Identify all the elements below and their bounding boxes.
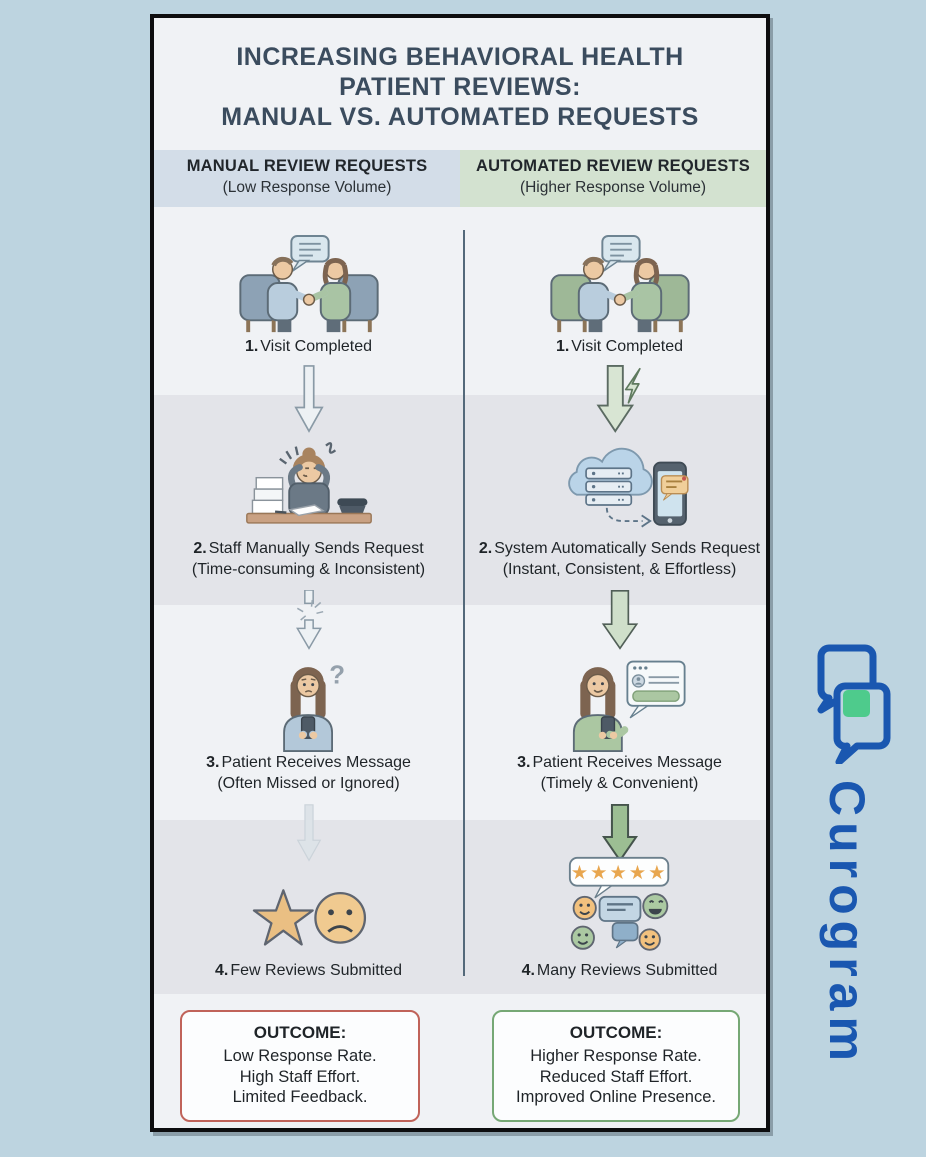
- step-label: Few Reviews Submitted: [230, 962, 402, 979]
- manual-step-1-caption: 1.Visit Completed: [245, 336, 372, 362]
- manual-header-title: MANUAL REVIEW REQUESTS: [186, 157, 428, 175]
- manual-header-subtitle: (Low Response Volume): [222, 179, 392, 196]
- broken-down-arrow-icon: [285, 588, 333, 652]
- manual-step-4-caption: 4.Few Reviews Submitted: [215, 960, 402, 986]
- brand-watermark: Curogram: [791, 638, 903, 1067]
- outcome-line: High Staff Effort.: [239, 1067, 361, 1086]
- step-number: 3.: [517, 754, 531, 771]
- step-label: Patient Receives Message: [221, 754, 411, 771]
- step-label: Visit Completed: [571, 338, 684, 355]
- outcome-section: OUTCOME: Low Response Rate. High Staff E…: [154, 1010, 766, 1122]
- column-headers: MANUAL REVIEW REQUESTS (Low Response Vol…: [154, 150, 766, 207]
- manual-column-header: MANUAL REVIEW REQUESTS (Low Response Vol…: [154, 150, 460, 207]
- title-line: INCREASING BEHAVIORAL HEALTH: [236, 43, 684, 71]
- outcome-line: Low Response Rate.: [223, 1047, 377, 1065]
- step-label: Staff Manually Sends Request: [208, 540, 424, 557]
- automated-step-1-caption: 1.Visit Completed: [556, 336, 683, 362]
- cloud-server-to-phone-illustration: [540, 436, 700, 538]
- step-label: Many Reviews Submitted: [536, 962, 718, 979]
- title-line: MANUAL VS. AUTOMATED REQUESTS: [221, 103, 699, 131]
- handshake-visit-illustration: [540, 230, 700, 336]
- step-sublabel: (Time-consuming & Inconsistent): [191, 561, 426, 578]
- step-label: Patient Receives Message: [532, 754, 722, 771]
- solid-green-down-arrow-icon: [596, 802, 644, 864]
- outcome-heading: OUTCOME:: [569, 1023, 663, 1042]
- green-down-arrow-icon: [596, 588, 644, 652]
- manual-outcome-box: OUTCOME: Low Response Rate. High Staff E…: [180, 1010, 420, 1122]
- step-sublabel: (Instant, Consistent, & Effortless): [502, 561, 737, 578]
- automated-column-header: AUTOMATED REVIEW REQUESTS (Higher Respon…: [460, 150, 766, 207]
- page-title: INCREASING BEHAVIORAL HEALTH PATIENT REV…: [154, 42, 766, 132]
- brand-name: Curogram: [819, 780, 875, 1067]
- outcome-line: Higher Response Rate.: [530, 1047, 702, 1065]
- step-number: 4.: [215, 962, 229, 979]
- step-label: System Automatically Sends Request: [494, 540, 761, 557]
- step-label: Visit Completed: [260, 338, 373, 355]
- green-down-arrow-lightning-icon: [591, 362, 649, 436]
- step-number: 2.: [193, 540, 207, 557]
- automated-header-title: AUTOMATED REVIEW REQUESTS: [476, 157, 750, 175]
- automated-step-3-caption: 3.Patient Receives Message (Timely & Con…: [517, 752, 722, 802]
- automated-column: 1.Visit Completed: [465, 230, 774, 986]
- five-stars-glyph: ★★★★★: [570, 862, 667, 884]
- outcome-line: Reduced Staff Effort.: [539, 1067, 693, 1086]
- step-number: 3.: [206, 754, 220, 771]
- stressed-staff-at-desk-illustration: [229, 436, 389, 538]
- title-line: PATIENT REVIEWS:: [339, 73, 581, 101]
- automated-step-2-caption: 2.System Automatically Sends Request (In…: [479, 538, 760, 588]
- step-number: 2.: [478, 540, 493, 557]
- manual-column: 1.Visit Completed: [154, 230, 463, 986]
- step-sublabel: (Timely & Convenient): [540, 775, 699, 792]
- confused-patient-phone-illustration: ?: [234, 652, 384, 752]
- happy-patient-notification-illustration: [540, 652, 700, 752]
- step-sublabel: (Often Missed or Ignored): [217, 775, 400, 792]
- automated-header-subtitle: (Higher Response Volume): [519, 179, 707, 196]
- outcome-heading: OUTCOME:: [253, 1023, 347, 1042]
- five-star-reviews-emojis-illustration: ★★★★★: [540, 856, 700, 960]
- automated-outcome-box: OUTCOME: Higher Response Rate. Reduced S…: [492, 1010, 740, 1122]
- step-number: 1.: [244, 338, 259, 355]
- manual-step-2-caption: 2.Staff Manually Sends Request (Time-con…: [192, 538, 425, 588]
- down-arrow-outline-icon: [285, 362, 333, 436]
- step-number: 1.: [555, 338, 570, 355]
- single-star-sad-face-illustration: [229, 864, 389, 960]
- faded-down-arrow-icon: [289, 802, 329, 864]
- manual-step-3-caption: 3.Patient Receives Message (Often Missed…: [206, 752, 411, 802]
- outcome-line: Limited Feedback.: [232, 1088, 368, 1106]
- step-number: 4.: [521, 962, 535, 979]
- handshake-visit-illustration: [229, 230, 389, 336]
- infographic-card: INCREASING BEHAVIORAL HEALTH PATIENT REV…: [150, 14, 770, 1132]
- automated-step-4-caption: 4.Many Reviews Submitted: [522, 960, 718, 986]
- column-divider-line: [463, 230, 465, 976]
- question-mark-glyph: ?: [329, 662, 345, 690]
- curogram-chat-bubbles-logo: [817, 644, 891, 764]
- outcome-line: Improved Online Presence.: [516, 1088, 716, 1106]
